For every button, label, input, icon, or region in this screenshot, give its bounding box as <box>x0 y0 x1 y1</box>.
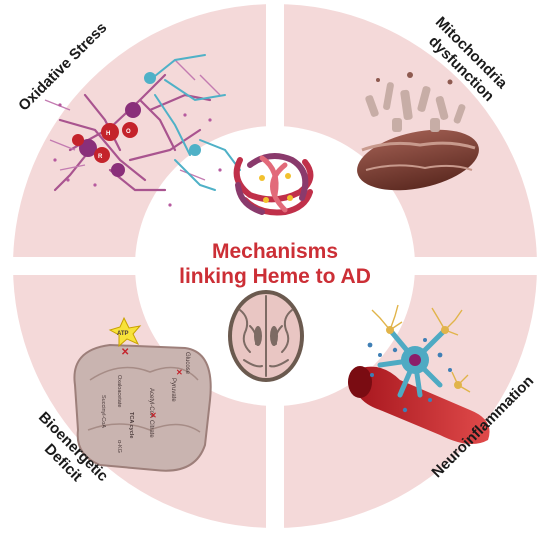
center-circle <box>135 126 415 406</box>
acetyl-coa-label: Acetyl-CoA <box>148 388 154 418</box>
svg-text:H: H <box>106 131 110 137</box>
center-title-line1: Mechanisms <box>212 240 338 263</box>
svg-text:✕: ✕ <box>150 411 157 420</box>
svg-text:✕: ✕ <box>176 368 183 377</box>
akg-label: α-KG <box>116 440 122 453</box>
heme-protein-icon <box>233 153 314 216</box>
citrate-label: Citrate <box>148 420 154 438</box>
glucose-label: Glucose <box>184 352 190 375</box>
bioenergetic-deficit-illustration: ATP ✕ Glucose Pyruvate Acetyl-CoA Citrat… <box>73 316 212 472</box>
pyruvate-label: Pyruvate <box>170 378 176 402</box>
succinyl-coa-label: Succinyl-CoA <box>100 395 106 428</box>
svg-text:✕: ✕ <box>121 347 129 358</box>
neuroinflammation-illustration <box>348 304 490 444</box>
svg-text:R: R <box>98 154 103 160</box>
center-title-line2: linking Heme to AD <box>179 265 371 288</box>
oxidative-stress-illustration: H O R <box>44 54 241 207</box>
brain-scan-icon <box>228 290 304 382</box>
oxaloacetate-label: Oxaloacetate <box>116 375 122 407</box>
svg-text:O: O <box>126 129 131 135</box>
tca-label: TCA cycle <box>128 412 134 438</box>
atp-label: ATP <box>117 331 129 337</box>
mitochondria-dysfunction-illustration <box>357 72 479 191</box>
